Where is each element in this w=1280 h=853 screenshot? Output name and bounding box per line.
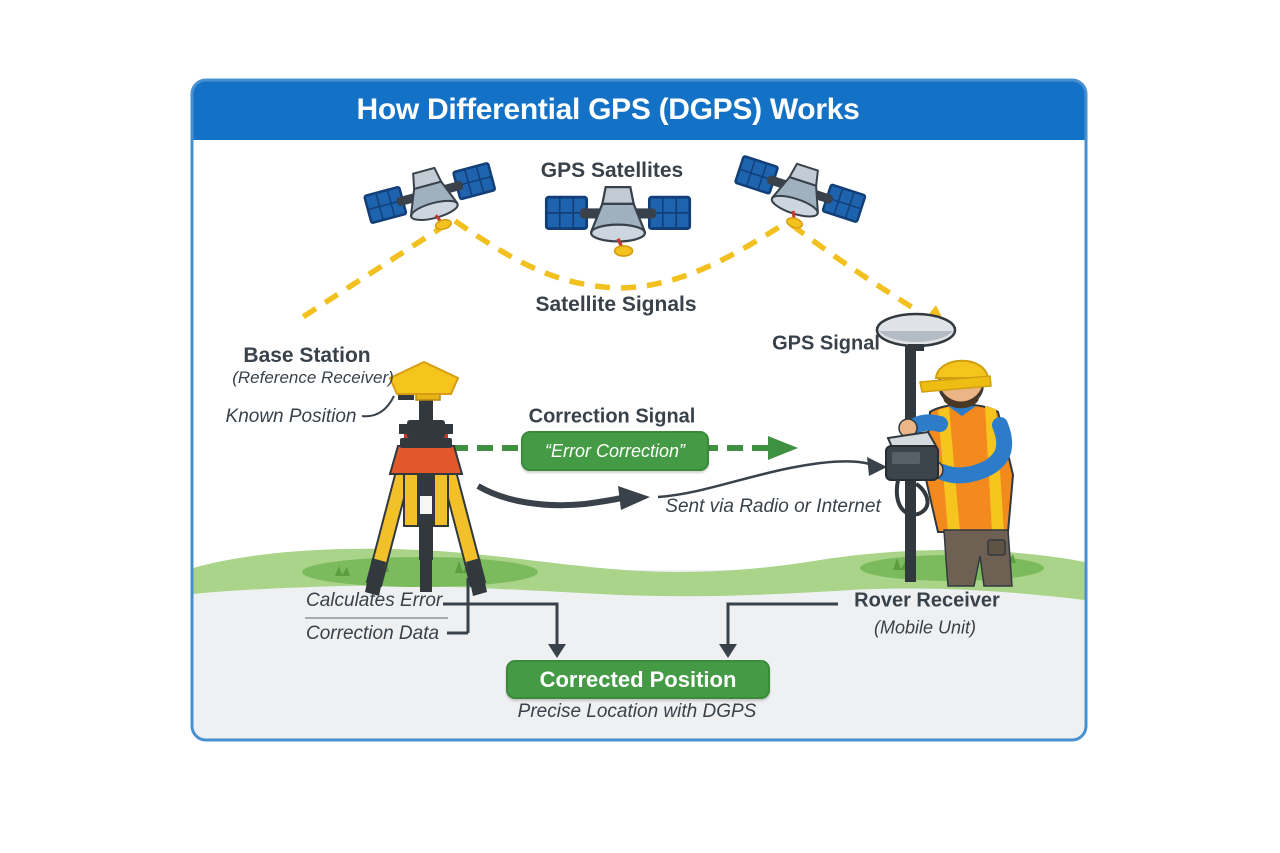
gps-satellites-label: GPS Satellites <box>540 159 684 182</box>
corrected-position-box: Corrected Position <box>506 660 770 699</box>
correction-data-label: Correction Data <box>306 623 440 644</box>
precise-location-label: Precise Location with DGPS <box>517 701 757 722</box>
base-station-label: Base Station <box>243 344 371 367</box>
ground-and-grass <box>193 548 1085 739</box>
gps-signal-label: GPS Signal <box>772 332 880 355</box>
known-position-pointer <box>361 395 395 418</box>
rover-bracket-line <box>726 602 838 644</box>
radio-link-arrow <box>476 457 887 510</box>
correction-signal-label: Correction Signal <box>528 405 696 428</box>
calculates-error-label: Calculates Error <box>306 590 443 611</box>
known-position-label: Known Position <box>225 406 357 427</box>
satellite-signals-label: Satellite Signals <box>535 293 697 316</box>
base-bracket-lines <box>443 578 559 644</box>
corrected-position-text: Corrected Position <box>539 666 737 692</box>
base-station-tripod-icon <box>365 360 487 596</box>
rover-receiver-label: Rover Receiver <box>854 589 1000 612</box>
surveyor-icon <box>875 312 1015 587</box>
down-arrow-left <box>548 644 566 658</box>
card-border <box>190 78 1088 742</box>
down-arrow-right <box>719 644 737 658</box>
sent-via-label: Sent via Radio or Internet <box>665 496 881 517</box>
base-station-sublabel: (Reference Receiver) <box>232 368 394 387</box>
satellite-signal-dashes <box>293 218 920 325</box>
error-correction-text: “Error Correction” <box>544 440 686 461</box>
page-title: How Differential GPS (DGPS) Works <box>356 93 860 126</box>
rover-receiver-sublabel: (Mobile Unit) <box>873 617 977 638</box>
header-bar <box>192 80 1086 140</box>
error-correction-box: “Error Correction” <box>521 431 709 471</box>
